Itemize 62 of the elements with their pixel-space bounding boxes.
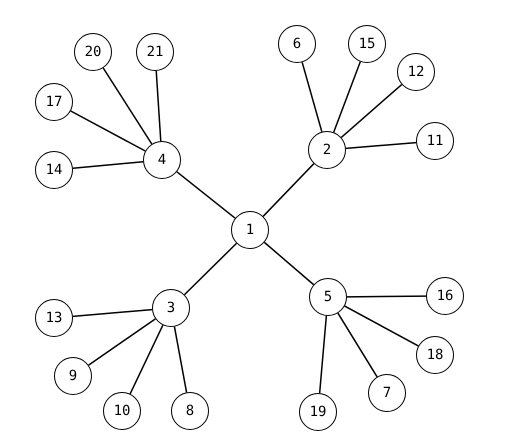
node-circle xyxy=(309,278,347,316)
node-circle xyxy=(368,374,406,412)
node-label: 11 xyxy=(426,133,444,149)
node-circle xyxy=(103,392,141,430)
node-label: 18 xyxy=(426,347,444,363)
node-label: 1 xyxy=(246,222,254,238)
node-label: 9 xyxy=(68,368,78,384)
connector-line xyxy=(346,142,416,150)
connector-line xyxy=(72,161,144,169)
connector-line xyxy=(88,318,156,366)
node-label: 19 xyxy=(310,404,326,420)
connector-line xyxy=(301,62,323,132)
connector-line xyxy=(70,110,146,152)
connector-line xyxy=(318,316,328,394)
connector-line xyxy=(129,324,164,394)
node-circle xyxy=(35,299,73,337)
connector-line xyxy=(333,62,361,132)
node-label: 5 xyxy=(324,289,332,305)
connector-line xyxy=(347,295,426,298)
node-label: 15 xyxy=(358,36,376,52)
node-circle xyxy=(426,277,464,315)
node-circle xyxy=(143,141,181,179)
connector-line xyxy=(174,326,188,392)
node-label: 21 xyxy=(146,44,164,60)
node-circle xyxy=(54,357,92,395)
node-label: 6 xyxy=(292,36,302,52)
node-circle xyxy=(308,131,346,169)
node-circle xyxy=(416,336,454,374)
node-label: 17 xyxy=(46,94,62,110)
node-label: 16 xyxy=(436,288,454,304)
node-label: 14 xyxy=(46,162,62,178)
node-circle xyxy=(231,211,269,249)
node-label: 4 xyxy=(158,152,166,168)
node-circle xyxy=(152,289,190,327)
node-circle xyxy=(136,33,174,71)
node-label: 8 xyxy=(186,403,194,419)
node-label: 3 xyxy=(166,300,176,316)
node-label: 10 xyxy=(114,403,130,419)
connector-line xyxy=(337,312,378,378)
node-label: 13 xyxy=(46,310,62,326)
node-circle xyxy=(299,393,337,431)
node-label: 7 xyxy=(382,385,392,401)
node-label: 20 xyxy=(84,44,102,60)
connector-line xyxy=(72,308,152,318)
connector-line xyxy=(344,305,419,347)
connector-line xyxy=(262,163,314,217)
node-circle xyxy=(397,53,435,91)
node-circle xyxy=(348,25,386,63)
connector-line xyxy=(264,242,314,286)
connector-line xyxy=(155,70,162,142)
node-circle xyxy=(35,151,73,189)
node-circle xyxy=(35,83,73,121)
connector-line xyxy=(184,242,237,296)
node-circle xyxy=(416,122,454,160)
node-label: 12 xyxy=(408,64,424,80)
connector-line xyxy=(176,171,236,219)
node-circle xyxy=(278,25,316,63)
connector-line xyxy=(340,84,402,138)
node-circle xyxy=(171,392,209,430)
node-circle xyxy=(74,33,112,71)
connector-line xyxy=(102,68,152,144)
node-label: 2 xyxy=(322,142,332,158)
